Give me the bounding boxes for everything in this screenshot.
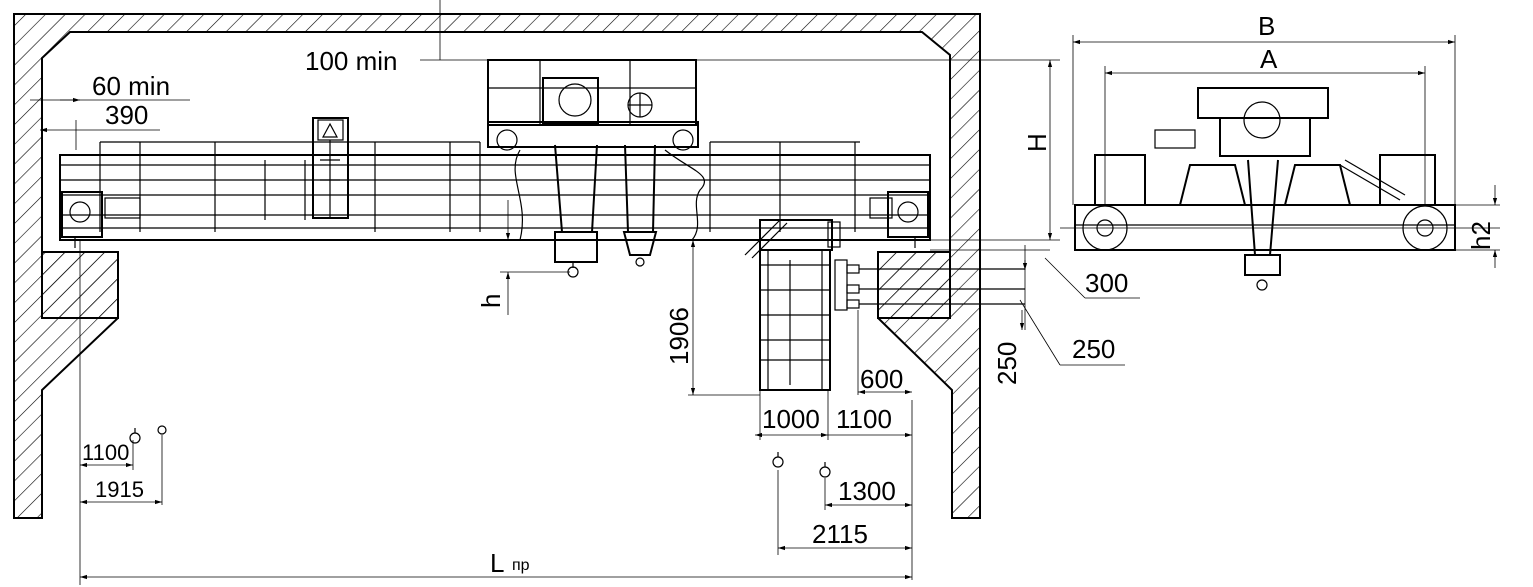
current-collector — [834, 259, 1025, 311]
dim-h: h — [476, 294, 506, 308]
dim-250-vertical: 250 — [992, 342, 1022, 385]
dimension-lines — [30, 0, 1500, 585]
cutaway — [514, 149, 706, 241]
crane-girder — [59, 141, 931, 248]
dim-span-L: L — [490, 548, 504, 578]
dim-100-min: 100 min — [305, 46, 398, 76]
dim-2115: 2115 — [812, 519, 868, 549]
dim-1100-left: 1100 — [82, 440, 129, 465]
dim-1100-right: 1100 — [836, 404, 892, 434]
dim-1906: 1906 — [664, 307, 694, 365]
dim-h2: h2 — [1466, 221, 1496, 250]
dim-60-min: 60 min — [92, 71, 170, 101]
hook-block-main — [554, 144, 598, 278]
dim-1300: 1300 — [838, 476, 896, 506]
dim-H: H — [1022, 133, 1052, 152]
hook-limit-markers — [129, 425, 831, 478]
dim-span-subscript: пр — [512, 557, 530, 574]
operator-cabin — [744, 219, 841, 391]
dim-600: 600 — [860, 364, 903, 394]
trolley-side-view — [1060, 87, 1500, 291]
dim-A: A — [1260, 44, 1278, 74]
dim-250-leader: 250 — [1072, 334, 1115, 364]
dim-B: B — [1258, 11, 1275, 41]
dim-390: 390 — [105, 100, 148, 130]
dim-1915: 1915 — [95, 477, 144, 502]
dim-1000: 1000 — [762, 404, 820, 434]
electrical-cabinet — [312, 117, 349, 219]
trolley — [487, 59, 699, 151]
hook-block-aux — [622, 144, 658, 267]
dim-300: 300 — [1085, 268, 1128, 298]
